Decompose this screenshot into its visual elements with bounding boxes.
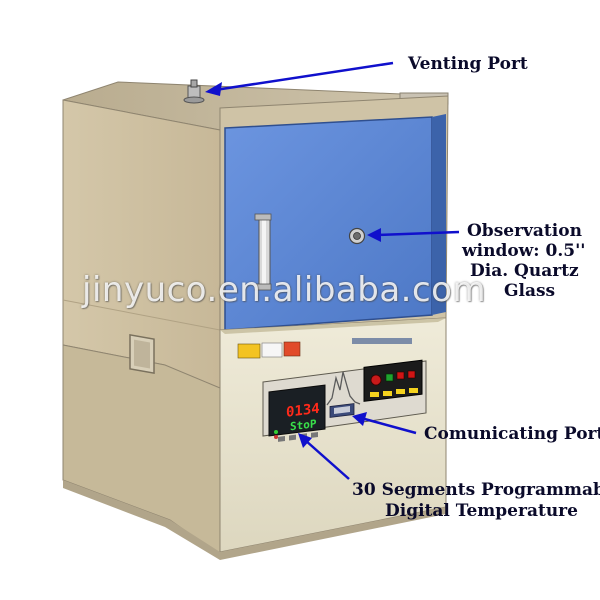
yellow-indicator-1 bbox=[370, 392, 379, 397]
controller-sv-display: StoP bbox=[290, 417, 317, 433]
watermark: jinyuco.en.alibaba.com bbox=[82, 270, 487, 310]
venting-port-label: Venting Port bbox=[408, 54, 528, 74]
observation-window bbox=[348, 227, 366, 245]
yellow-indicator-2 bbox=[383, 391, 392, 396]
controller-pv-display: 0134 bbox=[286, 401, 320, 421]
emergency-stop-button[interactable] bbox=[370, 374, 382, 386]
programmable-controller-label-line2: Digital Temperature bbox=[385, 501, 578, 521]
observation-window-arrow bbox=[375, 230, 460, 237]
communicating-port-label: Comunicating Port bbox=[424, 424, 600, 444]
yellow-indicator-3 bbox=[396, 389, 405, 394]
furnace-door bbox=[224, 114, 446, 331]
temperature-controller[interactable]: 0134 StoP bbox=[268, 384, 326, 442]
yellow-indicator-4 bbox=[409, 388, 418, 393]
red-stop-button-2[interactable] bbox=[407, 370, 416, 379]
callout-arrows bbox=[205, 61, 460, 480]
communicating-port bbox=[329, 403, 355, 418]
communicating-port-arrow bbox=[360, 416, 417, 435]
venting-port-arrow bbox=[214, 61, 394, 92]
observation-window-label-line1: Observation bbox=[467, 221, 582, 241]
red-stop-button-1[interactable] bbox=[396, 371, 405, 380]
green-start-button[interactable] bbox=[385, 373, 394, 382]
power-buttons[interactable] bbox=[370, 370, 418, 397]
observation-window-label-line2: window: 0.5'' bbox=[462, 241, 586, 261]
venting-port bbox=[183, 79, 205, 104]
door-handle[interactable] bbox=[254, 213, 272, 291]
observation-window-label-line3: Dia. Quartz bbox=[470, 261, 579, 281]
observation-window-label-line4: Glass bbox=[504, 281, 556, 301]
furnace-side-panel bbox=[62, 99, 221, 556]
programmable-controller-label-line1: 30 Segments Programmable bbox=[352, 480, 600, 500]
controller-arrow bbox=[304, 439, 350, 480]
